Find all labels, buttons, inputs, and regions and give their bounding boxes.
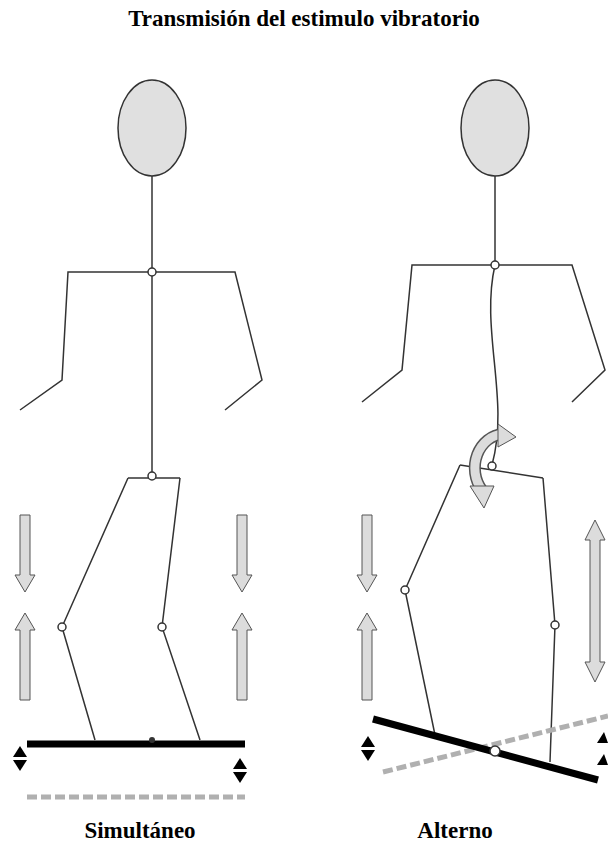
joint [158, 623, 166, 631]
triangle-down [597, 732, 608, 743]
triangle-up [13, 746, 27, 757]
leg [162, 478, 200, 740]
oscillation-marker [13, 746, 247, 783]
arrow-down [232, 515, 252, 592]
platform [373, 719, 598, 780]
force-arrows [357, 515, 605, 700]
leg [62, 478, 128, 740]
pivot [490, 746, 500, 756]
arm [152, 272, 262, 410]
platform-displaced [27, 795, 245, 800]
oscillation-marker [361, 732, 608, 765]
arrow-up [15, 613, 35, 700]
triangle-down [361, 750, 375, 761]
force-arrows [15, 515, 252, 700]
figure-simultaneous [20, 80, 262, 740]
rotation-arrow [470, 424, 516, 508]
triangle-up [597, 754, 608, 765]
head [118, 80, 186, 176]
platform-displaced [383, 716, 608, 772]
platform [27, 741, 245, 748]
spine [151, 176, 153, 476]
arrow-down [15, 515, 35, 592]
rotation-head [498, 424, 516, 447]
head [461, 80, 529, 176]
arm [20, 272, 152, 410]
joint [148, 472, 156, 480]
triangle-down [13, 760, 27, 771]
leg [543, 478, 555, 762]
triangle-up [361, 736, 375, 747]
arrow-down [357, 515, 377, 592]
arm [495, 265, 605, 402]
arm [362, 265, 495, 402]
joint [491, 261, 499, 269]
arrow-up [232, 613, 252, 700]
joint [551, 621, 559, 629]
joint [401, 586, 409, 594]
rotation-head [470, 486, 494, 508]
panel-label: Alterno [417, 818, 492, 844]
panel-label: Simultáneo [84, 818, 195, 844]
joint [488, 462, 496, 470]
triangle-up [233, 758, 247, 769]
triangle-down [233, 772, 247, 783]
figure-alternating [362, 80, 605, 762]
joint [148, 268, 156, 276]
leg [405, 465, 460, 735]
neck [494, 176, 496, 265]
arrow-double [585, 520, 605, 682]
diagram-title: Transmisión del estimulo vibratorio [0, 6, 608, 32]
joint [58, 623, 66, 631]
joint [149, 737, 155, 743]
arrow-up [357, 613, 377, 700]
